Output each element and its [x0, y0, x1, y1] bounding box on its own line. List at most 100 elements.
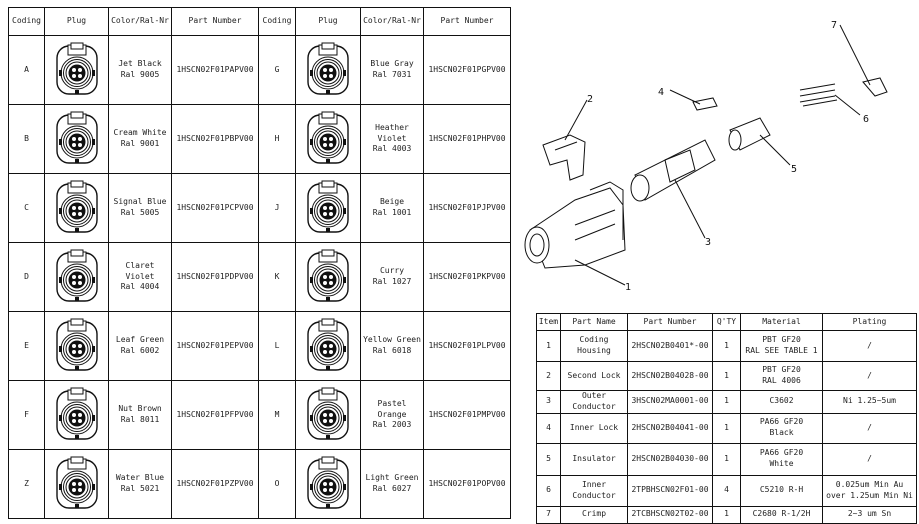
plug-face-icon: [305, 318, 351, 374]
material-line2: White: [769, 459, 794, 469]
plug-cell: [44, 380, 109, 450]
plating-cell: /: [822, 330, 917, 362]
plug-face-icon: [54, 318, 100, 374]
column-header: Coding: [8, 7, 45, 36]
material-line1: C5210 R-H: [759, 485, 804, 495]
label-6: 6: [863, 114, 869, 125]
plug-cell: [295, 380, 361, 450]
color-line1: Heather Violet: [375, 122, 409, 143]
item-cell: 6: [536, 474, 561, 507]
crimp-part: [862, 77, 888, 97]
color-line1: Leaf Green: [115, 335, 165, 345]
material-line1: C3602: [769, 396, 794, 406]
coding-cell: O: [258, 449, 296, 519]
plug-face-icon: [54, 42, 100, 98]
coding-cell: J: [258, 173, 296, 243]
part-name-cell: Insulator: [560, 442, 628, 476]
inner-conductor-part: [799, 83, 838, 107]
color-line1: Signal Blue: [113, 197, 167, 207]
material-line1: PBT GF20: [762, 365, 801, 375]
plating-line1: /: [867, 422, 872, 432]
item-cell: 2: [536, 361, 561, 391]
column-header: Color/Ral-Nr: [360, 7, 424, 36]
plug-face-icon: [305, 180, 351, 236]
outer-conductor-part: [630, 139, 716, 202]
column-header: Coding: [258, 7, 296, 36]
color-line2: Ral 1001: [372, 208, 412, 217]
color-line2: Ral 5021: [120, 484, 160, 493]
color-line2: Ral 9005: [120, 70, 160, 79]
coding-cell: C: [8, 173, 45, 243]
material-line1: PBT GF20: [762, 335, 801, 345]
color-line2: Ral 9001: [120, 139, 160, 148]
coding-cell: L: [258, 311, 296, 381]
part-number-cell: 2HSCN02B04041-00: [627, 412, 713, 444]
part-name-cell: Coding Housing: [560, 330, 628, 362]
column-header: Part Name: [560, 313, 628, 331]
plug-cell: [44, 311, 109, 381]
plating-line2: over 1.25um Min Ni: [826, 490, 913, 500]
plug-cell: [295, 449, 361, 519]
item-cell: 7: [536, 505, 561, 524]
part-name-cell: Inner Conductor: [560, 474, 628, 507]
plug-cell: [44, 242, 109, 312]
material-line1: PA66 GF20: [759, 417, 804, 427]
color-line2: Ral 1027: [372, 277, 412, 286]
item-cell: 1: [536, 330, 561, 362]
plug-face-icon: [305, 42, 351, 98]
coding-housing-part: [524, 181, 626, 269]
column-header: Material: [740, 313, 823, 331]
coding-cell: M: [258, 380, 296, 450]
color-line2: Ral 6027: [372, 484, 412, 493]
plating-line1: /: [867, 453, 872, 463]
coding-cell: B: [8, 104, 45, 174]
color-line1: Cream White: [113, 128, 167, 138]
plug-face-icon: [305, 111, 351, 167]
plug-cell: [44, 173, 109, 243]
part-name-cell: Inner Lock: [560, 412, 628, 444]
part-number-cell: 2TPBHSCN02F01-00: [627, 474, 713, 507]
qty-cell: 1: [712, 505, 741, 524]
material-cell: C5210 R-H: [740, 474, 823, 507]
column-header: Item: [536, 313, 561, 331]
plating-line1: 0.025um Min Au: [835, 479, 904, 489]
second-lock-part: [542, 134, 586, 181]
plating-line1: /: [867, 370, 872, 380]
plug-face-icon: [54, 111, 100, 167]
coding-cell: K: [258, 242, 296, 312]
qty-cell: 4: [712, 474, 741, 507]
color-line1: Nut Brown: [118, 404, 162, 414]
plating-line1: Ni 1.25~5um: [843, 396, 896, 406]
part-number-cell: 1HSCN02F01PFPV00: [171, 380, 259, 450]
coding-cell: A: [8, 35, 45, 105]
column-header: Q'TY: [712, 313, 741, 331]
plating-cell: Ni 1.25~5um: [822, 390, 917, 414]
exploded-assembly-drawing: 1 2 3 4 5 6 7: [524, 20, 888, 293]
color-line1: Beige: [379, 197, 405, 207]
part-name-cell: Second Lock: [560, 361, 628, 391]
material-line2: RAL 4006: [762, 376, 801, 385]
label-2: 2: [587, 94, 593, 105]
plug-cell: [44, 35, 109, 105]
coding-cell: F: [8, 380, 45, 450]
material-cell: C2680 R-1/2H: [740, 505, 823, 524]
